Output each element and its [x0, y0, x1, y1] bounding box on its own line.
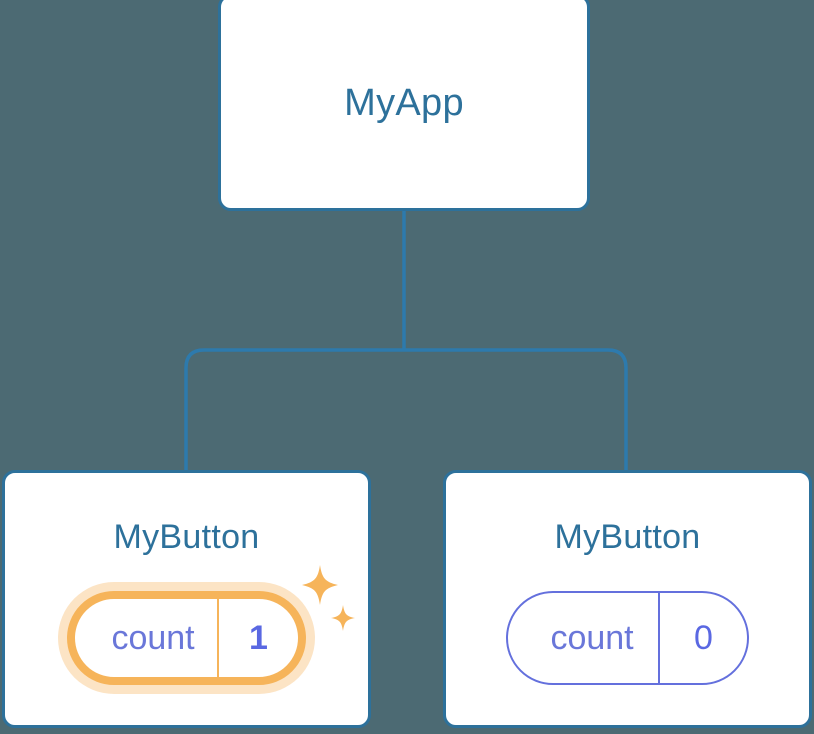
connector-branch-right [404, 348, 628, 470]
state-pill-positioner-left: count 1 [67, 565, 355, 685]
node-title-myapp: MyApp [344, 81, 464, 124]
state-pill-wrap-right: count 0 [446, 591, 809, 685]
node-title-row-left: MyButton [5, 520, 368, 554]
node-card-mybutton-left[interactable]: MyButton count 1 [2, 470, 371, 728]
node-card-myapp[interactable]: MyApp [218, 0, 590, 211]
sparkle-large-icon [301, 565, 338, 605]
state-label-left: count [111, 618, 195, 657]
node-title-mybutton-left: MyButton [113, 518, 260, 556]
state-pill-left[interactable]: count 1 [67, 591, 306, 685]
state-pill-positioner-right: count 0 [506, 591, 749, 685]
state-label-right: count [550, 618, 634, 657]
node-title-mybutton-right: MyButton [554, 518, 701, 556]
node-card-mybutton-right[interactable]: MyButton count 0 [443, 470, 812, 728]
connector-branch-left [184, 348, 404, 470]
node-title-row-right: MyButton [446, 520, 809, 554]
state-value-right: 0 [658, 593, 747, 683]
state-value-left: 1 [217, 599, 298, 677]
state-pill-wrap-left: count 1 [5, 565, 368, 685]
sparkle-group-left [301, 565, 355, 631]
state-pill-right[interactable]: count 0 [506, 591, 749, 685]
sparkle-small-icon [330, 605, 355, 631]
